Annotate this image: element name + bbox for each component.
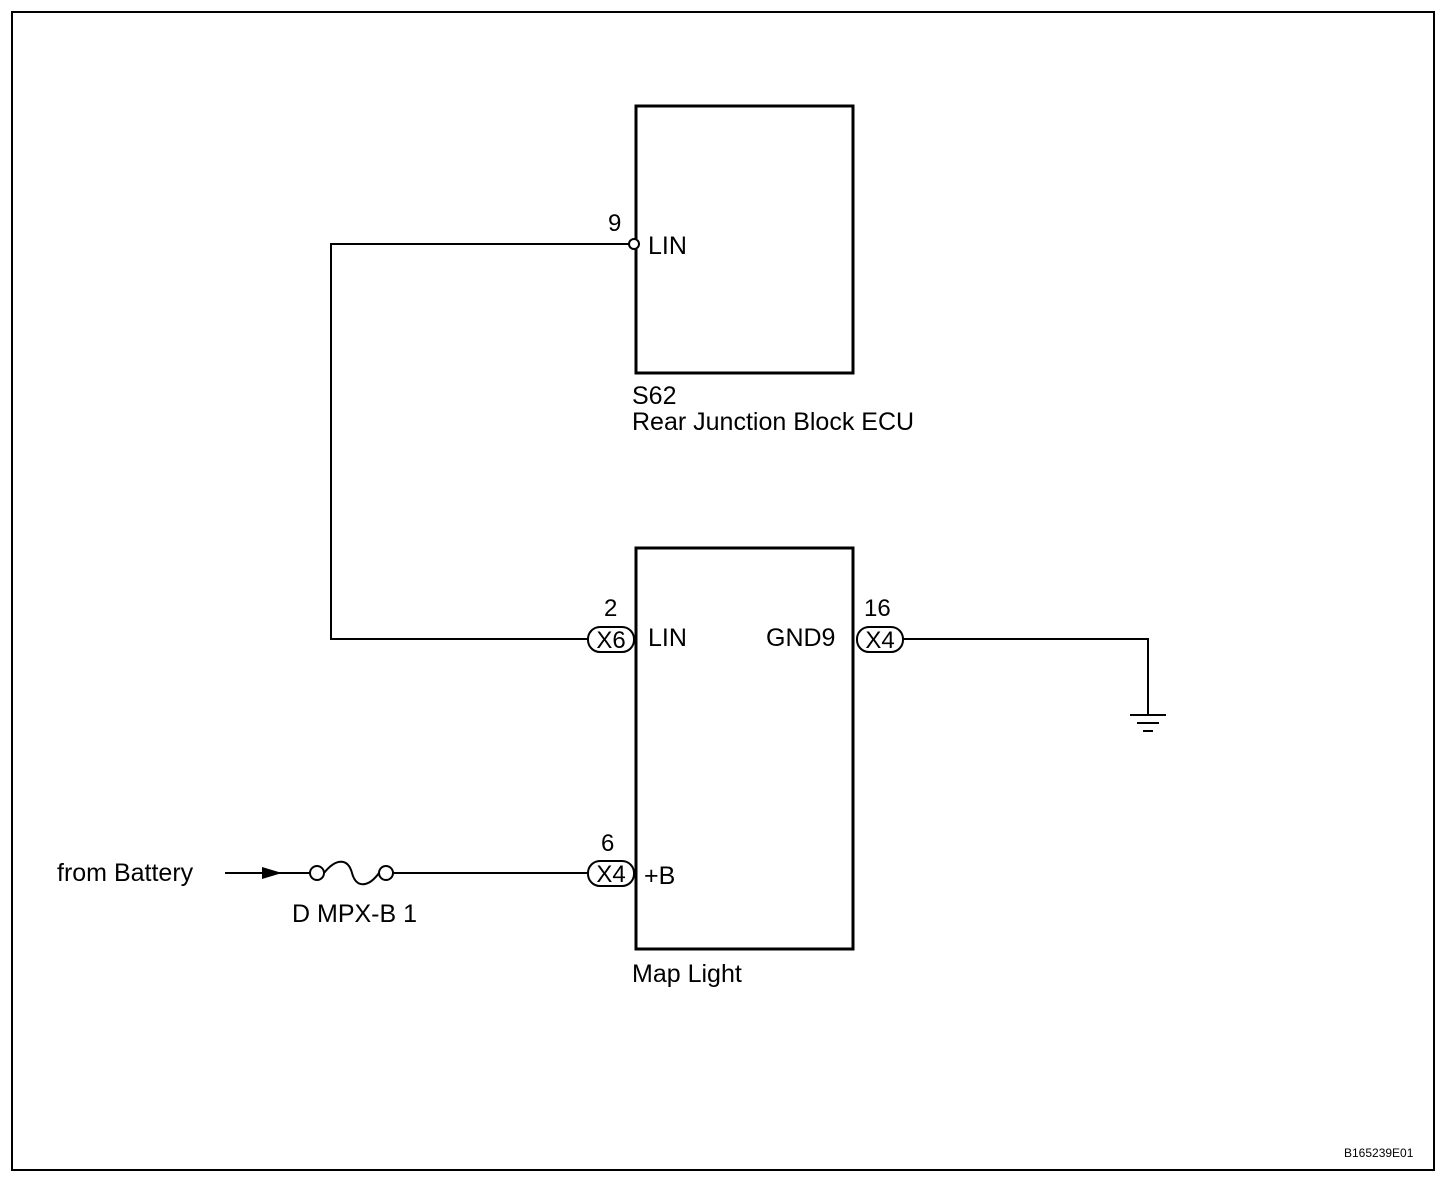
fuse-label: D MPX-B 1 [292, 900, 417, 928]
map-light-b-label: +B [644, 862, 675, 890]
map-light-name: Map Light [632, 960, 742, 988]
map-light-lin-connector-label: X6 [596, 627, 625, 654]
ecu-name: Rear Junction Block ECU [632, 408, 914, 436]
fuse-icon [309, 860, 394, 886]
map-light-gnd-connector-label: X4 [865, 627, 894, 654]
ecu-pin-terminal [628, 238, 640, 250]
map-light-gnd-label: GND9 [766, 624, 835, 652]
map-light-b-connector-label: X4 [596, 861, 625, 888]
figure-ref: B165239E01 [1344, 1146, 1414, 1160]
map-light-lin-connector [587, 626, 635, 653]
lin-wire [330, 243, 630, 640]
ecu-pin-number: 9 [608, 210, 621, 237]
map-light-lin-pin-number: 2 [604, 595, 617, 622]
source-label: from Battery [57, 859, 194, 887]
diagram-frame [11, 11, 1435, 1171]
map-light-lin-label: LIN [648, 624, 687, 652]
map-light-box [634, 546, 855, 951]
map-light-gnd-pin-number: 16 [864, 595, 891, 622]
ground-wire [903, 638, 1149, 714]
map-light-b-pin-number: 6 [601, 830, 614, 857]
ecu-code: S62 [632, 382, 676, 410]
battery-arrow-icon [262, 867, 282, 879]
ecu-pin-label: LIN [648, 232, 687, 260]
ground-symbol [1130, 714, 1166, 732]
